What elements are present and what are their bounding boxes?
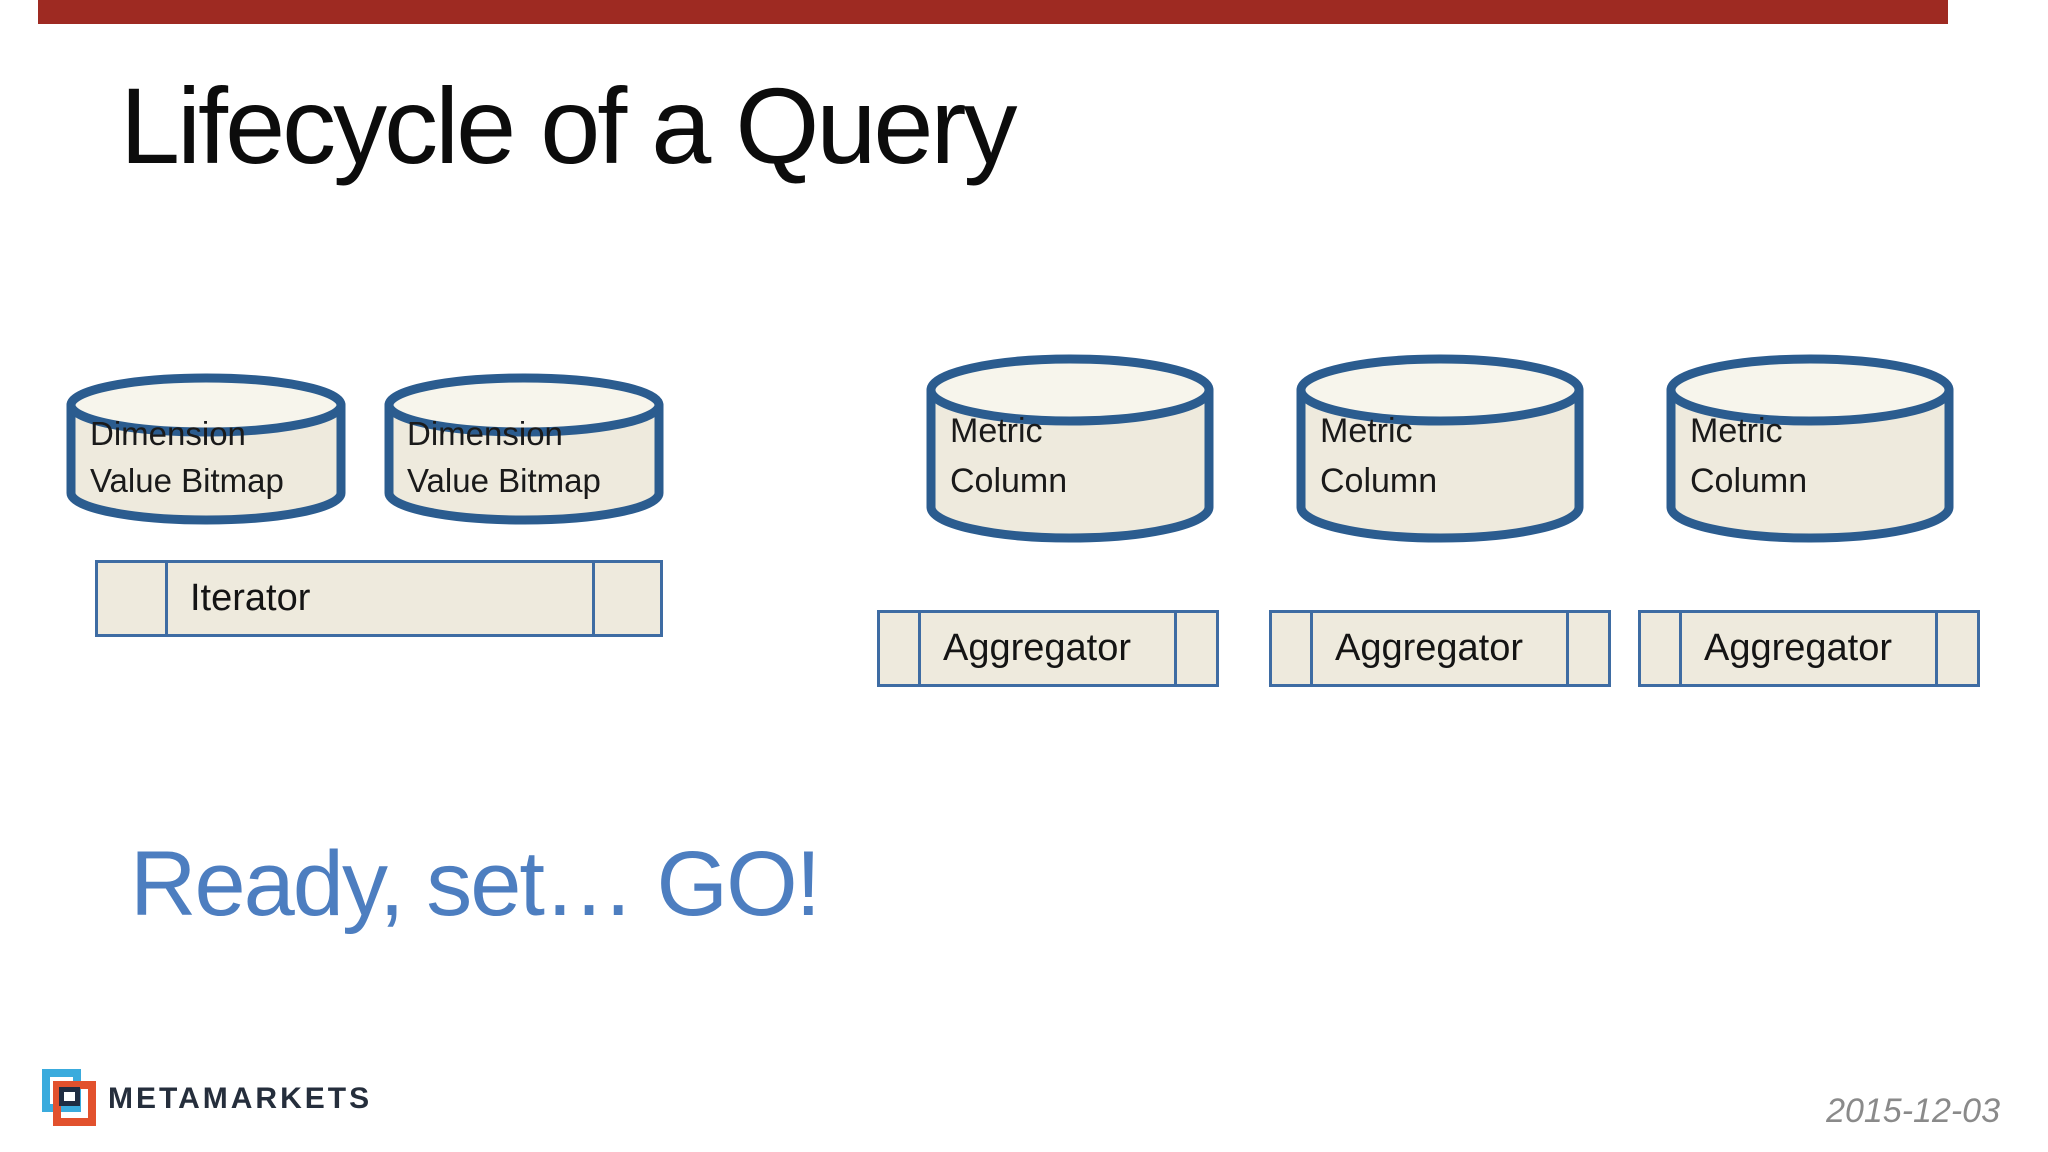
aggregator-bar-left-cell bbox=[1641, 613, 1682, 684]
slide-date: 2015-12-03 bbox=[1826, 1092, 2000, 1130]
slide-title: Lifecycle of a Query bbox=[120, 65, 1017, 186]
aggregator-bar-3: Aggregator bbox=[1638, 610, 1980, 687]
cylinder-label: Dimension Value Bitmap bbox=[407, 410, 601, 504]
aggregator-bar-right-cell bbox=[1174, 613, 1216, 684]
cylinder-label: Metric Column bbox=[950, 406, 1067, 506]
iterator-label: Iterator bbox=[190, 577, 311, 619]
cylinder-label-line2: Column bbox=[1690, 462, 1808, 500]
metric-column-cylinder-3: Metric Column bbox=[1662, 352, 1958, 548]
metric-column-cylinder-2: Metric Column bbox=[1292, 352, 1588, 548]
cylinder-label: Dimension Value Bitmap bbox=[90, 410, 284, 504]
cylinder-label-line1: Metric bbox=[1320, 412, 1413, 450]
tagline-text: Ready, set… GO! bbox=[130, 833, 821, 935]
brand-name: METAMARKETS bbox=[108, 1082, 373, 1115]
aggregator-bar-1: Aggregator bbox=[877, 610, 1219, 687]
iterator-bar-left-cell bbox=[98, 563, 168, 634]
metamarkets-logo-icon bbox=[42, 1066, 106, 1130]
cylinder-label-line1: Dimension bbox=[407, 415, 563, 452]
aggregator-bar-left-cell bbox=[1272, 613, 1313, 684]
aggregator-bar-2: Aggregator bbox=[1269, 610, 1611, 687]
aggregator-label: Aggregator bbox=[1704, 627, 1893, 669]
metric-column-cylinder-1: Metric Column bbox=[922, 352, 1218, 548]
cylinder-label-line2: Value Bitmap bbox=[407, 462, 601, 499]
metamarkets-logo: METAMARKETS bbox=[42, 1066, 462, 1130]
aggregator-bar-left-cell bbox=[880, 613, 921, 684]
aggregator-label: Aggregator bbox=[943, 627, 1132, 669]
aggregator-bar-right-cell bbox=[1935, 613, 1977, 684]
database-cylinder-icon bbox=[926, 354, 1214, 543]
aggregator-label: Aggregator bbox=[1335, 627, 1524, 669]
aggregator-bar-label-cell: Aggregator bbox=[1682, 613, 1935, 684]
aggregator-bar-label-cell: Aggregator bbox=[1313, 613, 1566, 684]
database-cylinder-icon bbox=[384, 373, 664, 525]
cylinder-label-line2: Value Bitmap bbox=[90, 462, 284, 499]
database-cylinder-icon bbox=[66, 373, 346, 525]
cylinder-label-line2: Column bbox=[1320, 462, 1438, 500]
cylinder-label-line1: Dimension bbox=[90, 415, 246, 452]
cylinder-label: Metric Column bbox=[1690, 406, 1807, 506]
database-cylinder-icon bbox=[1666, 354, 1954, 543]
iterator-bar-right-cell bbox=[592, 563, 660, 634]
accent-bar bbox=[38, 0, 1948, 24]
logo-red-square bbox=[53, 1081, 96, 1126]
iterator-bar-label-cell: Iterator bbox=[168, 563, 592, 634]
cylinder-label-line1: Metric bbox=[1690, 412, 1783, 450]
aggregator-bar-label-cell: Aggregator bbox=[921, 613, 1174, 684]
iterator-bar: Iterator bbox=[95, 560, 663, 637]
cylinder-label-line2: Column bbox=[950, 462, 1068, 500]
dimension-value-bitmap-cylinder-1: Dimension Value Bitmap bbox=[62, 372, 350, 527]
cylinder-label: Metric Column bbox=[1320, 406, 1437, 506]
logo-center-square bbox=[59, 1087, 80, 1106]
aggregator-bar-right-cell bbox=[1566, 613, 1608, 684]
database-cylinder-icon bbox=[1296, 354, 1584, 543]
cylinder-label-line1: Metric bbox=[950, 412, 1043, 450]
dimension-value-bitmap-cylinder-2: Dimension Value Bitmap bbox=[379, 372, 669, 527]
